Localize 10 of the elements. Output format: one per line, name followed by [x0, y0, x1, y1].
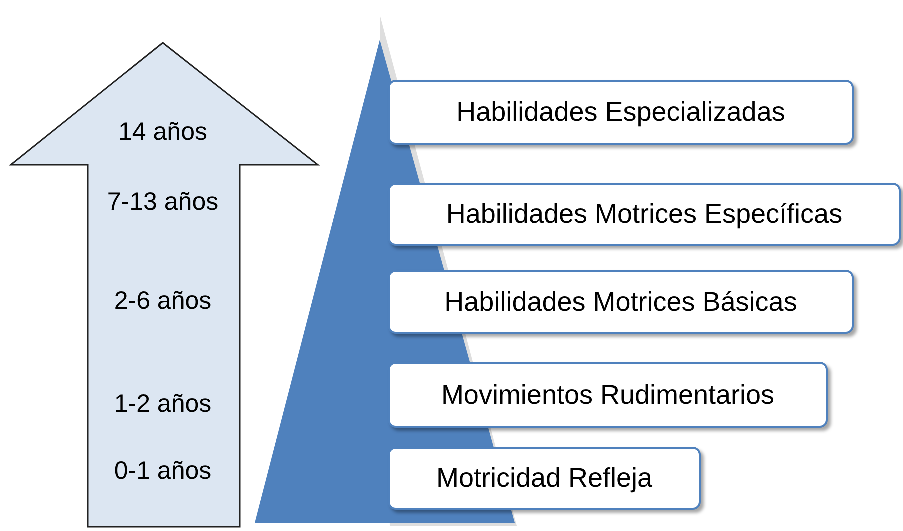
stage-label: Habilidades Motrices Básicas — [444, 286, 798, 318]
age-label: 14 años — [118, 118, 208, 147]
age-label: 0-1 años — [114, 457, 212, 486]
stage-label: Habilidades Motrices Específicas — [446, 199, 843, 230]
stage-label: Movimientos Rudimentarios — [441, 380, 775, 410]
age-label: 7-13 años — [107, 188, 219, 217]
stage-label: Habilidades Especializadas — [456, 97, 786, 128]
age-label: 1-2 años — [114, 390, 212, 419]
age-label: 2-6 años — [114, 287, 212, 316]
stage-label: Motricidad Refleja — [436, 463, 653, 494]
